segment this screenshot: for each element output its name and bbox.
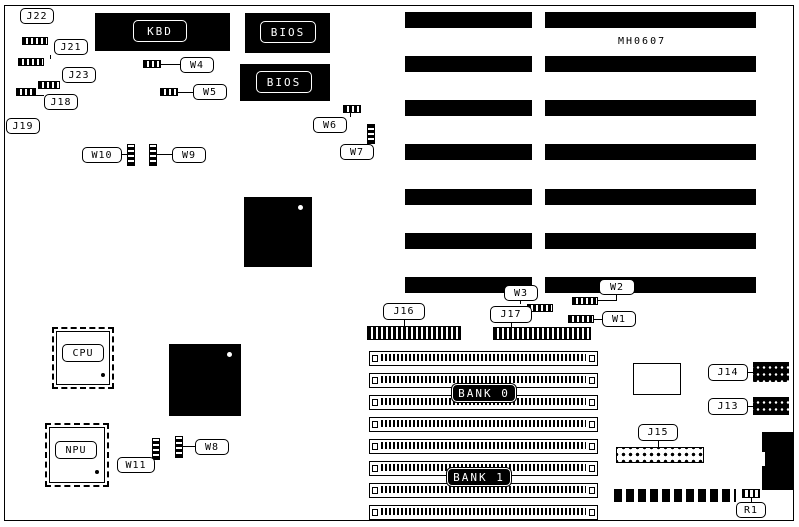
resistor-label-r1: R1 bbox=[736, 502, 766, 518]
jumper-label-w11: W11 bbox=[117, 457, 155, 473]
expansion-slot-segment bbox=[405, 277, 532, 293]
jumper-label-w10: W10 bbox=[82, 147, 122, 163]
jumper-label-j19: J19 bbox=[6, 118, 40, 134]
connector-j14 bbox=[753, 362, 789, 382]
leader-line bbox=[616, 295, 617, 301]
connector-j15 bbox=[616, 447, 704, 463]
pin-header-j21 bbox=[18, 58, 44, 66]
leader-line bbox=[350, 113, 351, 117]
expansion-slot-segment bbox=[545, 12, 756, 28]
expansion-slot-segment bbox=[405, 144, 532, 160]
pin-header-w10 bbox=[127, 144, 135, 166]
expansion-slot-segment bbox=[545, 233, 756, 249]
pin-header-w9 bbox=[149, 144, 157, 166]
connector-j17 bbox=[493, 327, 591, 340]
expansion-slot-segment bbox=[545, 100, 756, 116]
npu-label: NPU bbox=[55, 441, 97, 459]
pin-header-w8 bbox=[175, 436, 183, 458]
simm-socket bbox=[369, 351, 598, 366]
power-connector bbox=[762, 432, 794, 490]
jumper-label-w4: W4 bbox=[180, 57, 214, 73]
jumper-label-w7: W7 bbox=[340, 144, 374, 160]
jumper-label-j23: J23 bbox=[62, 67, 96, 83]
jumper-label-w9: W9 bbox=[172, 147, 206, 163]
leader-line bbox=[36, 95, 44, 96]
leader-line bbox=[511, 323, 512, 327]
connector-label-j13: J13 bbox=[708, 398, 748, 415]
pin-header-w1 bbox=[568, 315, 594, 323]
cpu-label: CPU bbox=[62, 344, 104, 362]
expansion-slot-segment bbox=[545, 277, 756, 293]
bank0-label: BANK 0 bbox=[452, 384, 516, 402]
connector-label-j16: J16 bbox=[383, 303, 425, 320]
pin-header-w4 bbox=[143, 60, 161, 68]
leader-line bbox=[751, 498, 752, 502]
bank1-label: BANK 1 bbox=[447, 468, 511, 486]
expansion-slot-segment bbox=[545, 56, 756, 72]
leader-line bbox=[157, 154, 172, 155]
pin1-dot bbox=[227, 352, 232, 357]
simm-socket bbox=[369, 417, 598, 432]
jumper-label-w3: W3 bbox=[504, 285, 538, 301]
expansion-slot-segment bbox=[405, 12, 532, 28]
leader-line bbox=[520, 301, 521, 304]
connector-label-j15: J15 bbox=[638, 424, 678, 441]
pin-header-w11 bbox=[152, 438, 160, 460]
expansion-slot-segment bbox=[545, 189, 756, 205]
connector-j16 bbox=[367, 326, 461, 340]
leader-line bbox=[50, 55, 51, 59]
pin-header-j22 bbox=[22, 37, 48, 45]
jumper-label-w8: W8 bbox=[195, 439, 229, 455]
leader-line bbox=[658, 441, 659, 447]
pin1-dot bbox=[298, 205, 303, 210]
simm-socket bbox=[369, 439, 598, 454]
resistor-r1 bbox=[742, 489, 760, 498]
jumper-label-j21: J21 bbox=[54, 39, 88, 55]
jumper-label-w1: W1 bbox=[602, 311, 636, 327]
jumper-label-w5: W5 bbox=[193, 84, 227, 100]
jumper-label-j22: J22 bbox=[20, 8, 54, 24]
board-id: MH0607 bbox=[618, 36, 667, 47]
oscillator-box bbox=[633, 363, 681, 395]
pin1-dot bbox=[95, 470, 99, 474]
bios-label-top: BIOS bbox=[260, 21, 316, 43]
pin-header-w2 bbox=[572, 297, 598, 305]
kbd-label: KBD bbox=[133, 20, 187, 42]
board-outline bbox=[4, 5, 794, 521]
expansion-slot-segment bbox=[545, 144, 756, 160]
connector-label-j17: J17 bbox=[490, 306, 532, 323]
leader-line bbox=[594, 319, 602, 320]
jumper-label-w2: W2 bbox=[599, 279, 635, 295]
jumper-label-w6: W6 bbox=[313, 117, 347, 133]
leader-line bbox=[598, 300, 617, 301]
pin-row bbox=[614, 489, 736, 502]
simm-socket bbox=[369, 505, 598, 520]
pin-header-j23 bbox=[38, 81, 60, 89]
connector-j13 bbox=[753, 397, 789, 415]
leader-line bbox=[161, 64, 180, 65]
leader-line bbox=[122, 154, 127, 155]
leader-line bbox=[178, 92, 193, 93]
pin-header-w6 bbox=[343, 105, 361, 113]
pin-header-w7 bbox=[367, 124, 375, 144]
expansion-slot-segment bbox=[405, 100, 532, 116]
expansion-slot-segment bbox=[405, 233, 532, 249]
pin1-dot bbox=[101, 373, 105, 377]
leader-line bbox=[183, 446, 195, 447]
expansion-slot-segment bbox=[405, 56, 532, 72]
expansion-slot-segment bbox=[405, 189, 532, 205]
bios-label-bottom: BIOS bbox=[256, 71, 312, 93]
leader-line bbox=[748, 406, 753, 407]
connector-label-j14: J14 bbox=[708, 364, 748, 381]
jumper-label-j18: J18 bbox=[44, 94, 78, 110]
pin-header-j18 bbox=[16, 88, 36, 96]
leader-line bbox=[748, 372, 753, 373]
leader-line bbox=[404, 320, 405, 326]
power-connector-notch bbox=[760, 452, 765, 466]
pin-header-w5 bbox=[160, 88, 178, 96]
